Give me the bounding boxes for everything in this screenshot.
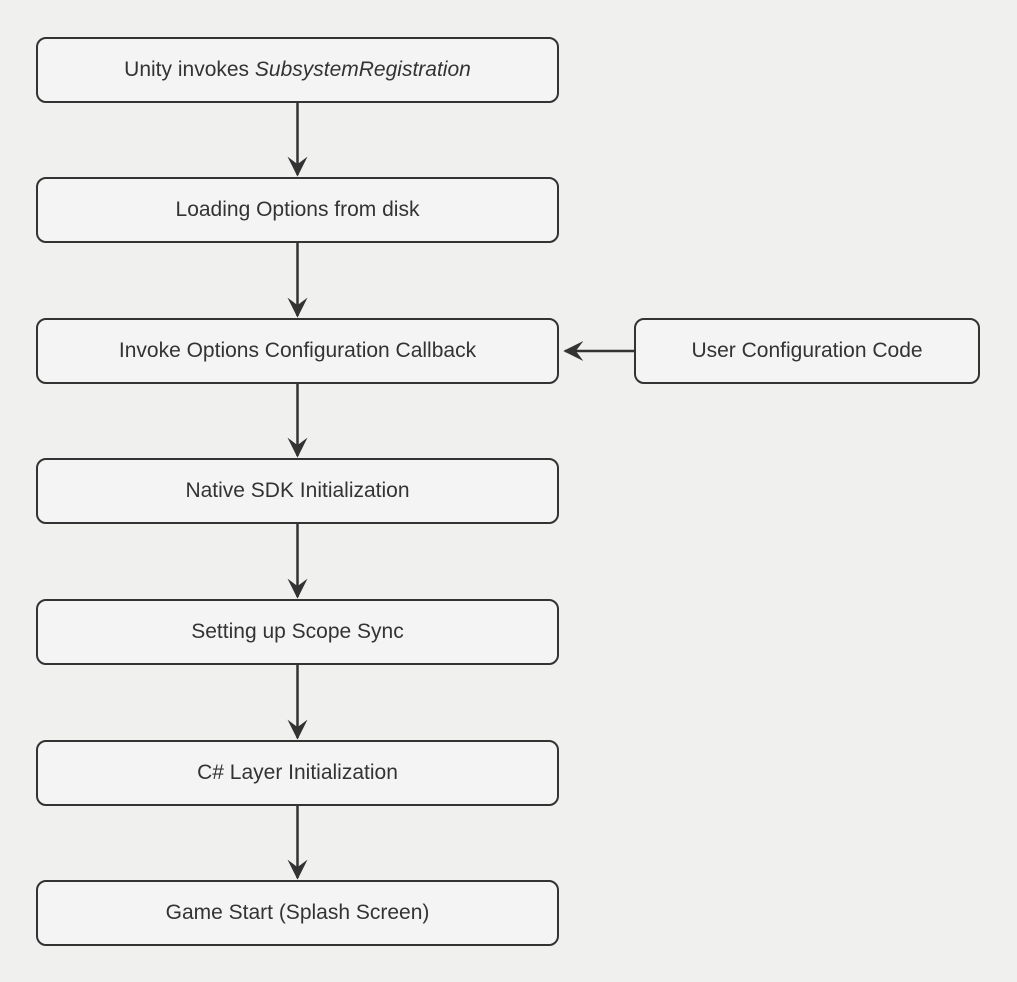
node-label: Invoke Options Configuration Callback — [118, 338, 477, 362]
node-setting-up-scope-sync: Setting up Scope Sync — [36, 599, 559, 665]
node-game-start: Game Start (Splash Screen) — [36, 880, 559, 946]
node-label: Unity invokes SubsystemRegistration — [124, 57, 471, 81]
node-user-configuration-code: User Configuration Code — [634, 318, 980, 384]
node-label: Native SDK Initialization — [185, 478, 410, 502]
node-label: Game Start (Splash Screen) — [165, 900, 430, 924]
node-native-sdk-initialization: Native SDK Initialization — [36, 458, 559, 524]
node-label: Setting up Scope Sync — [191, 619, 404, 643]
node-label: C# Layer Initialization — [197, 760, 398, 784]
node-csharp-layer-initialization: C# Layer Initialization — [36, 740, 559, 806]
node-invoke-options-callback: Invoke Options Configuration Callback — [36, 318, 559, 384]
node-loading-options: Loading Options from disk — [36, 177, 559, 243]
node-label: User Configuration Code — [691, 338, 923, 362]
node-subsystem-registration: Unity invokes SubsystemRegistration — [36, 37, 559, 103]
node-label: Loading Options from disk — [175, 197, 420, 221]
